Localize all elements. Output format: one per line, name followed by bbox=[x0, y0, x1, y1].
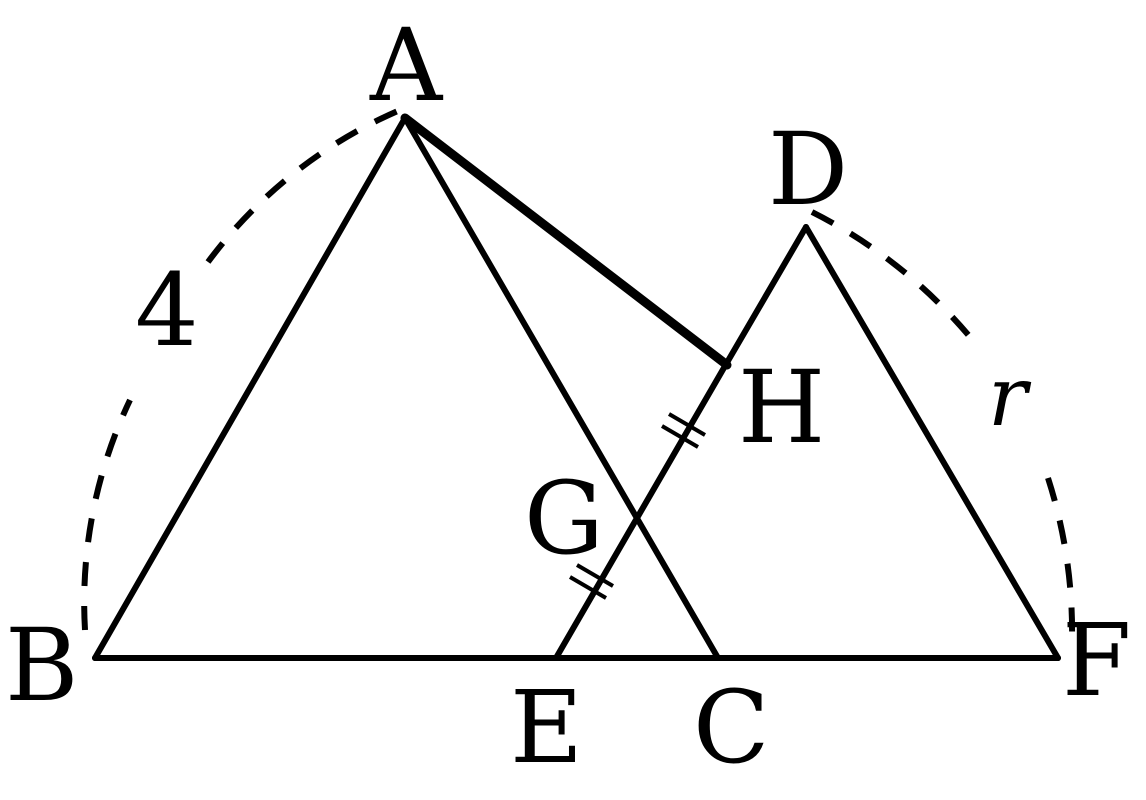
segment-AB bbox=[92, 115, 408, 661]
label-point-C: C bbox=[693, 669, 770, 786]
arc-centered-B-through-A bbox=[81, 398, 133, 631]
label-point-A: A bbox=[369, 7, 444, 124]
arc-centered-E-through-D-upper bbox=[810, 209, 978, 345]
label-point-G: G bbox=[524, 460, 604, 577]
segment-DF bbox=[803, 224, 1061, 661]
label-point-B: B bbox=[5, 607, 79, 724]
label-point-D: D bbox=[768, 111, 848, 228]
tick-mark-GH bbox=[660, 412, 707, 449]
arc-centered-E-through-D-lower bbox=[1045, 477, 1076, 641]
segment-HD bbox=[722, 224, 809, 369]
segment-AH bbox=[400, 113, 732, 370]
segment-EH bbox=[553, 363, 728, 661]
label-radius-r: r bbox=[988, 350, 1032, 445]
label-radius-4: 4 bbox=[135, 252, 199, 369]
segment-AC bbox=[402, 115, 721, 661]
label-point-F: F bbox=[1062, 602, 1131, 719]
arc-centered-B-through-A-upper bbox=[205, 107, 402, 264]
label-point-E: E bbox=[510, 669, 583, 786]
tick-mark-EG bbox=[568, 563, 615, 600]
label-point-H: H bbox=[738, 349, 825, 466]
